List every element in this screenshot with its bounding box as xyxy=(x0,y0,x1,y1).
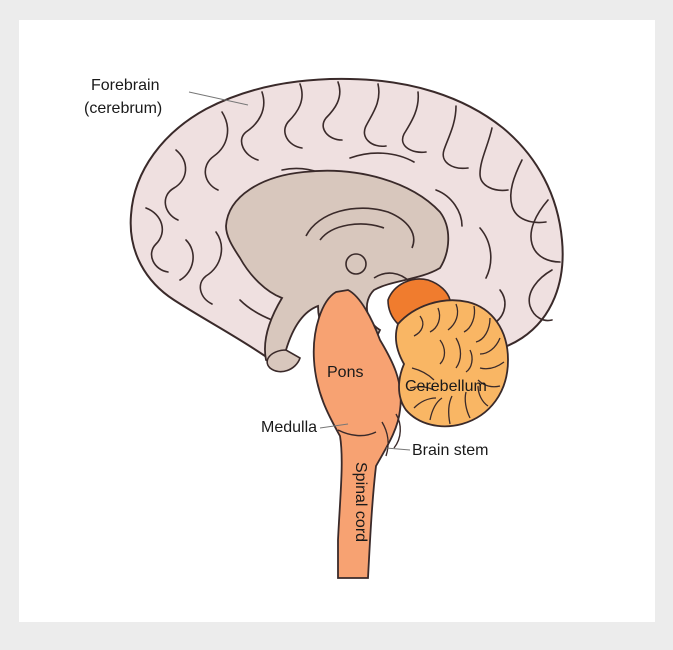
label-spinal-cord: Spinal cord xyxy=(352,462,369,542)
label-pons: Pons xyxy=(327,364,363,381)
label-cerebrum: (cerebrum) xyxy=(84,100,162,117)
cerebellum xyxy=(396,300,508,426)
label-medulla: Medulla xyxy=(261,419,317,436)
label-cerebellum: Cerebellum xyxy=(405,378,487,395)
label-forebrain: Forebrain xyxy=(91,77,159,94)
label-brain-stem: Brain stem xyxy=(412,442,488,459)
pituitary xyxy=(267,350,300,372)
